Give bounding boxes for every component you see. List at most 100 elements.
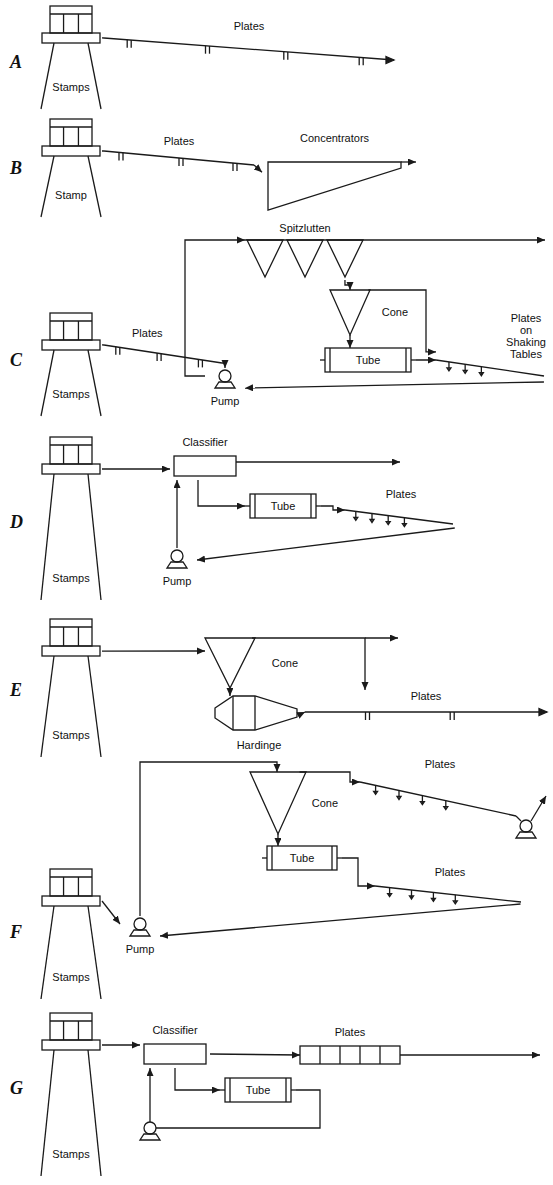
outline <box>174 456 236 476</box>
outline <box>50 6 92 33</box>
node-label: Tube <box>356 354 381 367</box>
outline <box>300 1046 400 1064</box>
outline <box>330 290 370 335</box>
stroke <box>254 696 255 730</box>
panel-letter: F <box>10 922 22 943</box>
flow-connector <box>321 506 345 510</box>
stroke <box>50 1020 92 1021</box>
flow-connector <box>198 480 245 506</box>
stroke <box>445 801 446 809</box>
outline <box>420 802 424 805</box>
cone-classifier: Cone <box>330 290 410 335</box>
stroke <box>316 505 321 506</box>
outline <box>50 313 92 340</box>
spitzlutten: Spitzlutten <box>245 222 365 280</box>
pump-symbol <box>171 550 183 562</box>
outline <box>267 846 337 870</box>
outline <box>42 146 100 156</box>
concentrator-drawing <box>262 132 407 214</box>
outline <box>397 797 401 800</box>
stroke <box>379 1046 380 1064</box>
stroke <box>202 360 203 367</box>
outline <box>479 373 483 376</box>
panel-letter-holder: D <box>10 512 23 533</box>
flow-connector <box>416 359 436 360</box>
classifier: Classifier <box>170 436 240 480</box>
panel-letter: B <box>10 158 22 179</box>
stroke <box>262 857 267 858</box>
stroke <box>122 153 123 161</box>
node-label: Plates on Shaking Tables <box>504 312 548 360</box>
flow-connector <box>185 240 245 376</box>
stroke <box>78 877 79 896</box>
outline <box>325 348 411 372</box>
stroke <box>88 474 101 600</box>
outline <box>42 33 100 43</box>
outline <box>42 1040 100 1050</box>
flow-connector <box>150 1068 320 1128</box>
pump-symbol <box>134 918 146 930</box>
node-label: Plates <box>164 135 195 148</box>
stroke <box>359 57 360 65</box>
stroke <box>411 359 416 360</box>
tailings-outflow <box>401 161 416 162</box>
outline <box>42 896 100 906</box>
outline <box>410 896 414 899</box>
node-label: Cone <box>312 797 338 810</box>
outline <box>130 930 150 936</box>
stroke <box>297 712 303 713</box>
stroke <box>118 152 119 160</box>
flow-connector <box>102 901 120 924</box>
stroke <box>63 627 64 646</box>
plates-table: Plates on Shaking Tables <box>436 312 548 382</box>
outline <box>444 807 448 810</box>
outline <box>50 119 92 146</box>
stroke <box>355 511 356 519</box>
node-label: Plates <box>132 327 163 340</box>
stroke <box>88 656 101 757</box>
stroke <box>345 510 453 524</box>
outline <box>354 517 358 520</box>
stroke <box>160 354 161 361</box>
tube-mill: Tube <box>220 1078 296 1102</box>
node-label: Stamp <box>55 189 87 202</box>
stroke <box>329 348 330 372</box>
stroke <box>305 711 547 712</box>
node-label: Pump <box>211 395 240 408</box>
node-label: Spitzlutten <box>279 222 330 235</box>
outline <box>50 437 92 464</box>
stroke <box>454 712 455 720</box>
stroke <box>104 38 394 60</box>
amalgamation-plates-drawing <box>104 327 222 373</box>
stroke <box>245 505 250 506</box>
flow-connector <box>349 335 350 348</box>
stroke <box>63 127 64 146</box>
pump: Pump <box>120 916 160 956</box>
stroke <box>291 1089 296 1090</box>
pump-symbol <box>144 1122 156 1134</box>
stroke <box>41 1050 54 1176</box>
panel-letter: A <box>10 52 22 73</box>
stamp-mill: Stamps <box>40 436 102 601</box>
node-label: Stamps <box>52 572 89 585</box>
node-label: Stamps <box>52 1148 89 1161</box>
node-label: Hardinge <box>237 739 282 752</box>
flow-connector <box>176 480 177 548</box>
panel-letter: D <box>10 512 23 533</box>
stroke <box>405 348 406 372</box>
outline <box>463 370 467 373</box>
stroke <box>359 1046 360 1064</box>
flow-connector <box>277 834 278 846</box>
stamp-mill-drawing <box>40 312 102 417</box>
stroke <box>88 350 101 416</box>
stroke <box>220 1089 225 1090</box>
panel-letter-holder: G <box>10 1078 23 1099</box>
amalgamation-plates: Plates <box>104 327 222 373</box>
outline <box>247 240 283 277</box>
stroke <box>365 712 366 720</box>
stroke <box>115 347 116 355</box>
flow-connector <box>345 280 350 290</box>
stroke <box>104 345 222 363</box>
plates-table: Plates <box>345 488 457 528</box>
